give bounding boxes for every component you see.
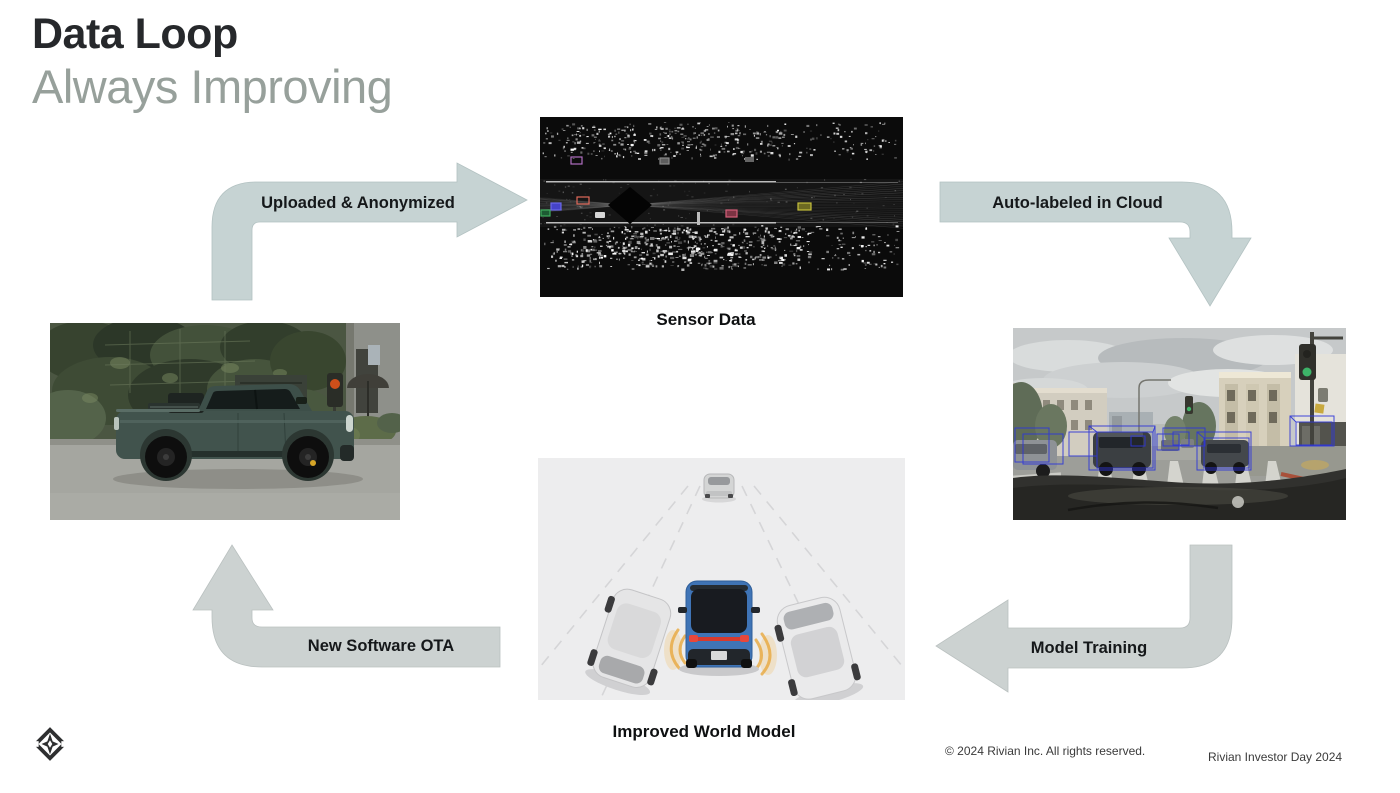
footer-event: Rivian Investor Day 2024 <box>1208 750 1343 764</box>
arrow-label-uploaded-anonymized: Uploaded & Anonymized <box>261 194 455 212</box>
umbrella <box>347 374 389 419</box>
cab-window <box>206 389 300 409</box>
rivian-logo-icon <box>33 727 67 761</box>
ego-blue-suv <box>678 580 760 676</box>
lane-lines <box>538 485 905 700</box>
arrow-uploaded-anonymized-icon <box>211 162 528 301</box>
truck-photo <box>50 323 400 520</box>
arrow-label-auto-labeled: Auto-labeled in Cloud <box>992 194 1163 212</box>
lidar-pointcloud-bottom <box>544 225 900 271</box>
lidar-ego-diamond <box>608 187 652 224</box>
page-subtitle: Always Improving <box>32 60 393 113</box>
sensor-arcs <box>669 628 772 676</box>
right-car <box>774 596 864 700</box>
lidar-pointcloud-top <box>542 122 897 161</box>
rivian-r1t-truck <box>114 384 354 481</box>
lidar-pole <box>697 212 700 225</box>
world-model-image <box>538 458 905 700</box>
page-title: Data Loop <box>32 10 238 58</box>
windshield-hood <box>1013 469 1346 520</box>
brake-caliper <box>310 460 316 466</box>
blue-3d-bounding-boxes <box>1014 415 1335 471</box>
lidar-vehicle-blob <box>595 212 605 218</box>
arrow-model-training-icon <box>935 544 1233 693</box>
side-mirror <box>296 397 307 404</box>
taillight <box>114 417 119 430</box>
street-lamp <box>1138 379 1171 432</box>
lead-car <box>702 473 736 503</box>
sensor-data-image <box>540 117 903 297</box>
traffic-light-pole <box>1299 332 1343 468</box>
traffic-light-center <box>1185 396 1193 414</box>
headlight <box>346 415 353 432</box>
caption-sensor-data: Sensor Data <box>656 310 756 329</box>
arrow-label-new-software-ota: New Software OTA <box>307 637 455 655</box>
left-suv <box>585 588 672 696</box>
caption-improved-world-model: Improved World Model <box>612 722 796 741</box>
arrow-label-model-training: Model Training <box>1030 639 1148 657</box>
footer-copyright: © 2024 Rivian Inc. All rights reserved. <box>945 744 1146 758</box>
auto-labeled-street-image <box>1013 328 1346 520</box>
lidar-detection-boxes <box>540 156 812 218</box>
lidar-road-band <box>540 179 903 227</box>
